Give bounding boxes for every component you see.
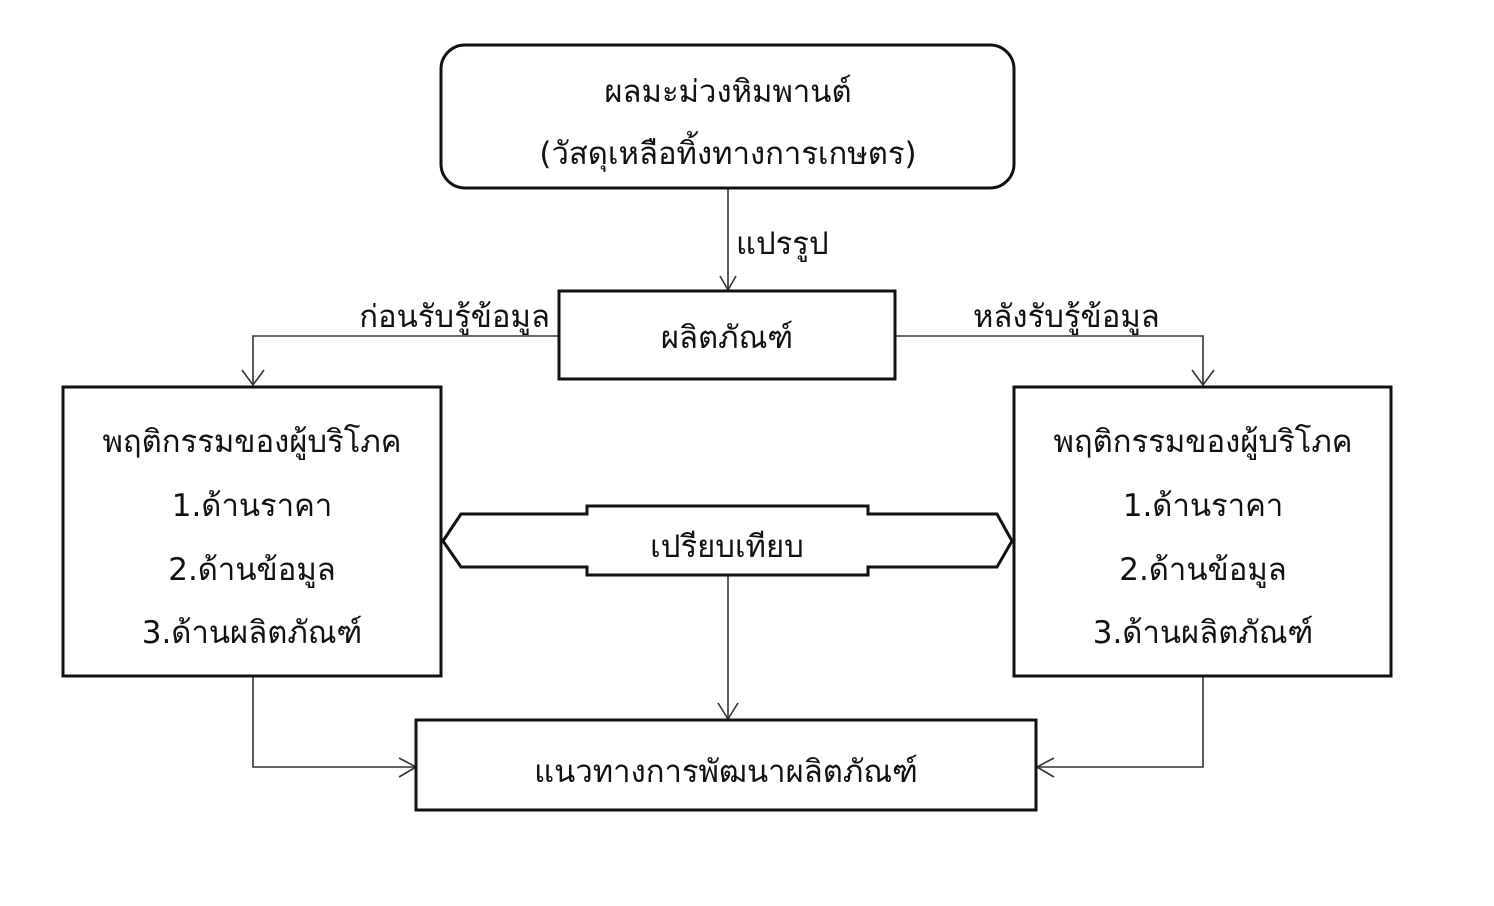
source-node-line1: ผลมะม่วงหิมพานต์ xyxy=(604,74,851,110)
behavior-left-title: พฤติกรรมของผู้บริโภค xyxy=(102,424,401,460)
edge-product-to-left-behavior xyxy=(252,335,559,385)
behavior-left-item-1: 1.ด้านราคา xyxy=(172,488,333,524)
product-node-label: ผลิตภัณฑ์ xyxy=(661,320,793,356)
process-label: แปรรูป xyxy=(736,226,829,262)
product-node xyxy=(557,289,897,381)
after-info-label: หลังรับรู้ข้อมูล xyxy=(973,299,1160,335)
behavior-right-node xyxy=(1012,385,1393,678)
behavior-left-node xyxy=(61,385,443,678)
behavior-right-item-1: 1.ด้านราคา xyxy=(1123,488,1284,524)
behavior-left-item-3: 3.ด้านผลิตภัณฑ์ xyxy=(142,615,363,651)
behavior-right-item-3: 3.ด้านผลิตภัณฑ์ xyxy=(1093,615,1314,651)
behavior-right-item-2: 2.ด้านข้อมูล xyxy=(1119,552,1287,588)
edge-left-behavior-to-result xyxy=(252,676,416,768)
source-node xyxy=(439,43,1016,190)
source-node-line2: (วัสดุเหลือทิ้งทางการเกษตร) xyxy=(539,131,916,173)
arrowhead-right-behavior xyxy=(1191,369,1215,387)
compare-node-label: เปรียบเทียบ xyxy=(650,529,804,565)
compare-node xyxy=(441,504,1014,577)
arrowhead-left-behavior xyxy=(241,369,265,387)
result-node xyxy=(414,718,1038,812)
edge-right-behavior-to-result xyxy=(1037,676,1204,768)
behavior-right-title: พฤติกรรมของผู้บริโภค xyxy=(1053,424,1352,460)
result-node-label: แนวทางการพัฒนาผลิตภัณฑ์ xyxy=(534,754,918,790)
edge-product-to-right-behavior xyxy=(895,335,1204,385)
behavior-left-item-2: 2.ด้านข้อมูล xyxy=(168,552,336,588)
before-info-label: ก่อนรับรู้ข้อมูล xyxy=(359,299,550,335)
